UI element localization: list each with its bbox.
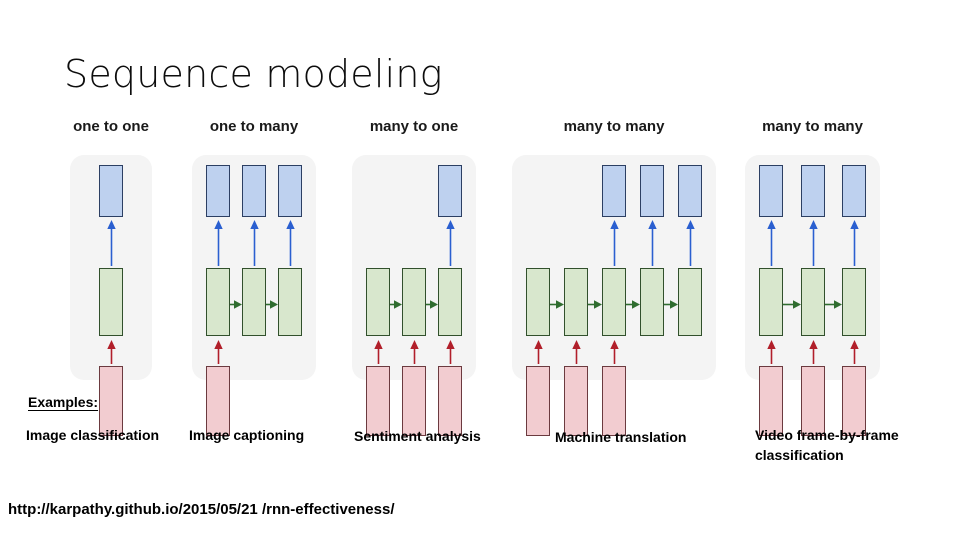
output-cell (602, 165, 626, 217)
input-arrow-up (409, 340, 420, 364)
panel-one-to-many: one to many (192, 118, 316, 436)
input-arrow-up (106, 340, 117, 364)
recurrent-arrow-right (550, 299, 564, 310)
input-arrow-up (849, 340, 860, 364)
output-cell (842, 165, 866, 217)
input-arrow-up (571, 340, 582, 364)
output-arrow-up (249, 220, 260, 266)
example-caption-4: Video frame-by-frame classification (755, 427, 899, 464)
output-arrow-up (685, 220, 696, 266)
output-arrow-up (285, 220, 296, 266)
recurrent-arrow-right (783, 299, 801, 310)
output-cell (206, 165, 230, 217)
recurrent-arrow-right (390, 299, 402, 310)
examples-label: Examples: (28, 394, 99, 410)
output-cell (640, 165, 664, 217)
hidden-state-cell (602, 268, 626, 336)
panel-heading-many-to-one: many to one (369, 118, 459, 135)
output-cell (99, 165, 123, 217)
hidden-state-cell (526, 268, 550, 336)
page-title: Sequence modeling (64, 52, 443, 96)
hidden-state-cell (759, 268, 783, 336)
panel-heading-many-to-many-seq2seq: many to many (563, 118, 665, 135)
hidden-state-cell (402, 268, 426, 336)
recurrent-arrow-right (626, 299, 640, 310)
output-cell (438, 165, 462, 217)
input-cell (842, 366, 866, 436)
recurrent-arrow-right (266, 299, 278, 310)
input-cell (99, 366, 123, 436)
panel-many-to-one: many to one (352, 118, 476, 436)
panel-heading-one-to-many: one to many (209, 118, 299, 135)
panel-many-to-many-synced: many to many (745, 118, 880, 436)
hidden-state-cell (278, 268, 302, 336)
panel-heading-many-to-many-synced: many to many (762, 118, 863, 135)
output-cell (678, 165, 702, 217)
hidden-state-cell (801, 268, 825, 336)
example-caption-3: Machine translation (555, 429, 687, 445)
input-cell (564, 366, 588, 436)
panel-heading-one-to-one: one to one (73, 118, 149, 135)
output-arrow-up (849, 220, 860, 266)
input-cell (206, 366, 230, 436)
output-arrow-up (808, 220, 819, 266)
hidden-state-cell (842, 268, 866, 336)
output-arrow-up (213, 220, 224, 266)
recurrent-arrow-right (426, 299, 438, 310)
input-arrow-up (808, 340, 819, 364)
output-arrow-up (445, 220, 456, 266)
source-url: http://karpathy.github.io/2015/05/21 /rn… (8, 501, 395, 518)
recurrent-arrow-right (825, 299, 842, 310)
panel-one-to-one: one to one (70, 118, 152, 436)
input-cell (759, 366, 783, 436)
input-arrow-up (766, 340, 777, 364)
recurrent-arrow-right (588, 299, 602, 310)
panel-many-to-many-seq2seq: many to many (512, 118, 716, 436)
sequence-modeling-diagram: one to one one to many many to one many to … (0, 118, 960, 436)
output-arrow-up (106, 220, 117, 266)
input-cell (366, 366, 390, 436)
example-caption-0: Image classification (26, 427, 160, 443)
example-caption-1: Image captioning (189, 427, 305, 443)
input-cell (801, 366, 825, 436)
output-cell (278, 165, 302, 217)
input-cell (526, 366, 550, 436)
input-cell (438, 366, 462, 436)
recurrent-arrow-right (230, 299, 242, 310)
input-arrow-up (609, 340, 620, 364)
hidden-state-cell (678, 268, 702, 336)
hidden-state-cell (438, 268, 462, 336)
output-cell (242, 165, 266, 217)
output-cell (759, 165, 783, 217)
hidden-state-cell (366, 268, 390, 336)
hidden-state-cell (640, 268, 664, 336)
recurrent-arrow-right (664, 299, 678, 310)
output-cell (801, 165, 825, 217)
input-arrow-up (213, 340, 224, 364)
hidden-state-cell (242, 268, 266, 336)
input-arrow-up (533, 340, 544, 364)
example-caption-2: Sentiment analysis (354, 428, 481, 444)
output-arrow-up (647, 220, 658, 266)
output-arrow-up (766, 220, 777, 266)
hidden-state-cell (99, 268, 123, 336)
input-arrow-up (445, 340, 456, 364)
input-arrow-up (373, 340, 384, 364)
output-arrow-up (609, 220, 620, 266)
hidden-state-cell (564, 268, 588, 336)
hidden-state-cell (206, 268, 230, 336)
input-cell (402, 366, 426, 436)
input-cell (602, 366, 626, 436)
